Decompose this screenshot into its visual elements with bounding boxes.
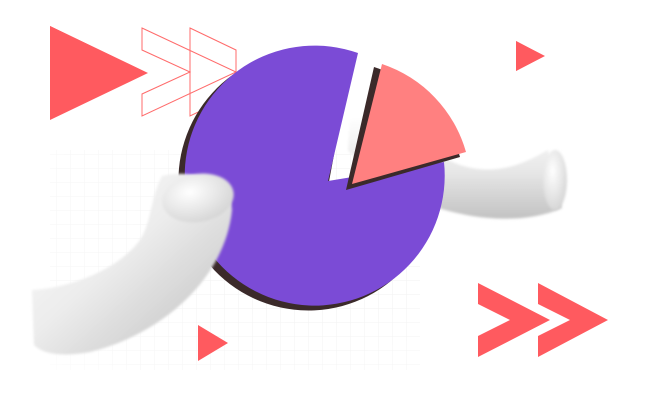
chevron-right-icon — [198, 325, 228, 361]
pie-main-segment — [184, 45, 445, 306]
tube-shape — [32, 173, 234, 355]
chevron-right-icon — [50, 26, 145, 118]
double-chevron-right-icon — [478, 283, 608, 357]
chevron-right-icon — [516, 41, 544, 71]
pie-slice-segment — [352, 64, 466, 184]
